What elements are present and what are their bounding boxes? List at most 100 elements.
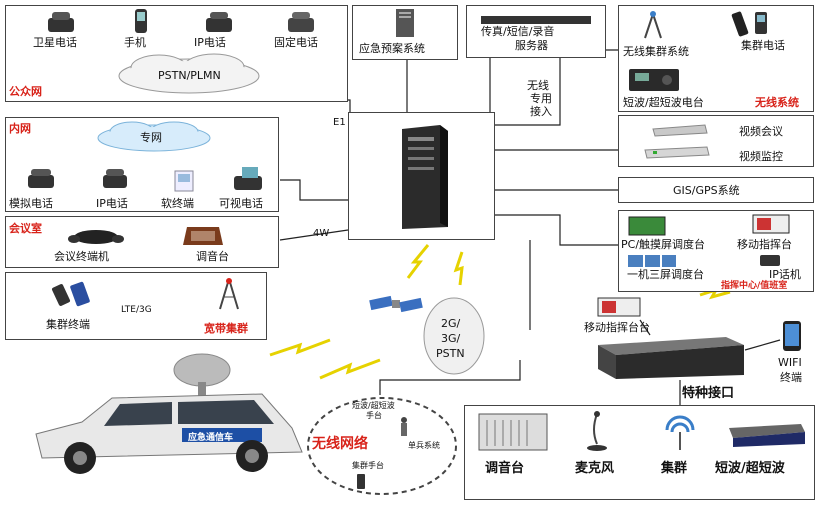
- video-surveillance-icon: [641, 144, 711, 160]
- wifi-label: WIFI: [778, 356, 802, 369]
- section-label: 公众网: [9, 85, 42, 98]
- intranet-box: 内网 专网 模拟电话 IP电话 软终端 可视电话: [5, 117, 279, 212]
- command-label: 移动指挥台: [737, 238, 792, 251]
- three-screen-console-icon: [627, 253, 677, 269]
- private-net-cloud-label: 专网: [140, 131, 162, 144]
- device-label: 可视电话: [219, 197, 263, 210]
- shortwave-radio-icon: [625, 61, 683, 93]
- soft-terminal-icon: [174, 170, 194, 192]
- ring-item-label: 集群手台: [352, 461, 384, 470]
- video-conference-icon: [649, 121, 709, 137]
- wireless-ring-icon: [307, 397, 457, 495]
- special-interface-box: 调音台 麦克风 集群 短波/超短波: [464, 405, 815, 500]
- link-label: LTE/3G: [121, 305, 152, 315]
- line-rack-wifi: [744, 339, 781, 351]
- device-label: 会议终端机: [54, 250, 109, 263]
- device-label: 无线集群系统: [623, 45, 689, 58]
- public-net-box: 卫星电话 手机 IP电话 固定电话 PSTN/PLMN 公众网: [5, 5, 348, 102]
- pstn-cloud-icon: [118, 53, 260, 94]
- bolt-4: [453, 251, 464, 286]
- mixer-icon: [181, 223, 225, 247]
- ring-center-label: 无线网络: [312, 436, 368, 452]
- shortwave-device-icon: [727, 420, 807, 448]
- device-label: 短波/超短波电台: [623, 96, 704, 109]
- video-label: 视频监控: [739, 150, 783, 163]
- wireless-access-label: 接入: [530, 105, 552, 118]
- device-label: 集群终端: [46, 318, 90, 331]
- meeting-room-box: 会议室 会议终端机 调音台: [5, 216, 279, 268]
- broadband-tower-icon: [216, 277, 242, 311]
- bolt-3: [406, 244, 430, 279]
- mobile-command-icon: [751, 213, 791, 235]
- line-center-meeting: [279, 229, 349, 241]
- analog-phone-icon: [26, 168, 56, 190]
- broadband-box: LTE/3G 集群终端 宽带集群: [5, 272, 267, 340]
- ring-item-label: 单兵系统: [408, 441, 440, 450]
- command-label: 一机三屏调度台: [627, 268, 704, 281]
- wifi-label: 终端: [780, 371, 802, 384]
- wireless-access-label: 专用: [530, 92, 552, 105]
- device-label: 模拟电话: [9, 197, 53, 210]
- line-center-intranet: [280, 179, 348, 201]
- gis-box: GIS/GPS系统: [618, 177, 814, 203]
- section-label: 宽带集群: [204, 322, 248, 335]
- device-label: IP电话: [96, 197, 128, 210]
- ip-phone-icon: [101, 168, 129, 190]
- cloud-2g-label: 3G/: [441, 332, 461, 345]
- special-item-label: 短波/超短波: [715, 461, 785, 476]
- section-label: 会议室: [9, 222, 42, 235]
- bolt-7: [699, 287, 731, 300]
- ring-item-label: 手台: [366, 411, 382, 420]
- video-phone-icon: [232, 166, 264, 192]
- microphone-icon: [585, 410, 609, 452]
- section-label: 指挥中心/值班室: [721, 281, 788, 291]
- cloud-2g-label: PSTN: [436, 347, 465, 360]
- wireless-system-box: 无线集群系统 集群电话 短波/超短波电台 无线系统: [618, 5, 814, 112]
- line-rack-mobile: [639, 319, 651, 336]
- 2g-3g-pstn-cloud-icon: [423, 297, 485, 375]
- fax-server-box: 传真/短信/录音 服务器: [466, 5, 606, 58]
- conference-terminal-icon: [66, 223, 126, 245]
- device-label: 固定电话: [274, 36, 318, 49]
- emergency-plan-label: 应急预案系统: [359, 42, 425, 55]
- device-label: 软终端: [161, 197, 194, 210]
- special-interface-title: 特种接口: [682, 386, 735, 401]
- emergency-vehicle-icon: [22, 350, 322, 480]
- special-item-label: 调音台: [485, 461, 525, 476]
- video-box: 视频会议 视频监控: [618, 115, 814, 167]
- central-cabinet-icon: [392, 123, 452, 231]
- cluster-phone-icon: [729, 8, 779, 38]
- vehicle-door-label: 应急通信车: [188, 433, 234, 443]
- satellite-icon: [368, 290, 424, 318]
- cluster-terminal-icon: [51, 281, 101, 307]
- command-label: IP话机: [769, 268, 801, 281]
- ip-phone-icon: [204, 10, 234, 34]
- fixed-phone-icon: [286, 10, 316, 34]
- special-item-label: 集群: [661, 461, 688, 476]
- satellite-phone-icon: [46, 10, 78, 34]
- 4w-link-label: 4W: [313, 228, 330, 239]
- emergency-plan-box: 应急预案系统: [352, 5, 458, 60]
- line-rack-vehicle: [379, 360, 521, 395]
- device-label: 卫星电话: [33, 36, 77, 49]
- special-item-label: 麦克风: [575, 461, 615, 476]
- fax-server-label: 服务器: [515, 39, 548, 52]
- cluster-antenna-icon: [663, 410, 697, 452]
- radio-tower-icon: [641, 10, 665, 40]
- mobile-phone-icon: [133, 8, 149, 34]
- video-label: 视频会议: [739, 125, 783, 138]
- touch-console-icon: [627, 215, 667, 237]
- wireless-access-label: 无线: [527, 79, 549, 92]
- section-label: 无线系统: [755, 96, 799, 109]
- device-label: IP电话: [194, 36, 226, 49]
- command-center-box: PC/触摸屏调度台 移动指挥台 一机三屏调度台 IP话机 指挥中心/值班室: [618, 210, 814, 292]
- gis-label: GIS/GPS系统: [673, 184, 740, 197]
- special-interface-rack-icon: [596, 335, 746, 381]
- soldier-icon: [398, 416, 410, 438]
- bolt-2: [319, 358, 381, 380]
- device-label: 调音台: [196, 250, 229, 263]
- mobile-console-label: 移动指挥台台: [584, 321, 650, 334]
- line-center-wireless: [490, 49, 620, 126]
- fax-server-label: 传真/短信/录音: [481, 25, 555, 38]
